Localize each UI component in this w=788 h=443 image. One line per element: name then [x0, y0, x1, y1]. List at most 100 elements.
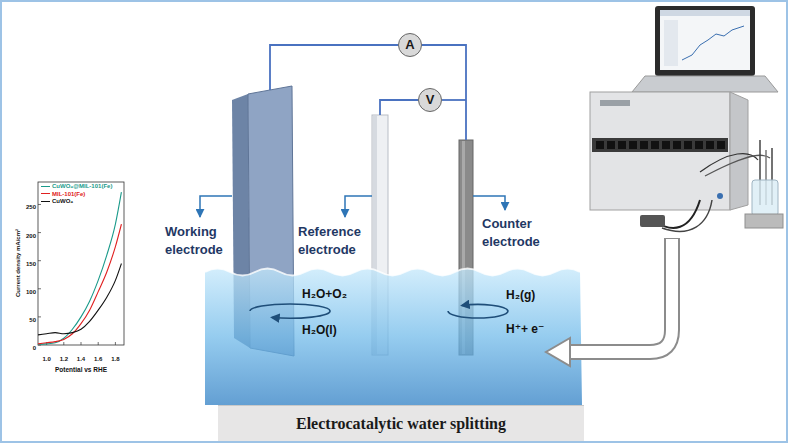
- potentiostat-photo-part-part: [607, 141, 615, 149]
- tick-mark: [38, 232, 41, 233]
- electrode-label: Working electrode: [165, 222, 235, 258]
- reaction-species: H₂O+O₂: [302, 287, 347, 301]
- inset-chart-part: [38, 182, 124, 345]
- reaction-species: H⁺+ e⁻: [506, 322, 544, 336]
- tick-label: 50: [29, 317, 36, 323]
- reaction-species: H₂(g): [506, 285, 535, 303]
- voltmeter-symbol: V: [418, 88, 442, 112]
- potentiostat-photo-part-part: [717, 141, 725, 149]
- tick-label: 250: [26, 204, 36, 210]
- axis-title: Current density mA/cm²: [6, 229, 24, 297]
- reaction-species: H₂O(l): [302, 323, 337, 337]
- tick-label: 1.4: [77, 347, 85, 365]
- leader-arrow-part: [473, 196, 505, 210]
- tick-label: 0: [33, 345, 36, 351]
- tick-label: 150: [26, 252, 36, 270]
- leader-arrow: [200, 196, 505, 217]
- legend-text: CuWO₄: [52, 198, 73, 205]
- potentiostat-photo-part: [592, 138, 728, 152]
- reaction-species: H₂O(l): [302, 320, 337, 338]
- tick-mark: [38, 260, 41, 261]
- electrode-label: Reference electrode: [298, 224, 361, 257]
- tick-mark: [63, 342, 64, 345]
- electrolyte: [205, 269, 582, 406]
- legend-swatch: [41, 193, 50, 194]
- leader-arrow-part: [200, 196, 232, 217]
- legend-text: CuWO₄@MIL-101(Fe): [52, 183, 112, 190]
- reaction-cycle-arrow: [250, 304, 508, 318]
- ammeter-symbol: A: [398, 33, 422, 57]
- reaction-species: H⁺+ e⁻: [506, 319, 544, 337]
- legend-entry: CuWO₄: [41, 198, 73, 205]
- tick-mark: [38, 288, 41, 289]
- potentiostat-photo-part: [660, 10, 750, 70]
- circuit-wire-part: [270, 45, 398, 90]
- tick-label: 250: [26, 195, 36, 213]
- legend-swatch: [41, 201, 50, 202]
- electrode-label: Counter electrode: [482, 216, 540, 249]
- potentiostat-photo-part-part: [651, 141, 659, 149]
- potentiostat-photo-part: [730, 92, 748, 210]
- tick-label: 1.6: [94, 347, 102, 365]
- tick-label: 1.8: [111, 356, 119, 362]
- electrode-label: Counter electrode: [482, 214, 554, 250]
- potentiostat-photo-part: [752, 180, 778, 216]
- potentiostat-photo-part: [596, 141, 725, 149]
- potentiostat-photo-part-part: [618, 141, 626, 149]
- potentiostat-photo-part: [590, 92, 730, 210]
- tick-label: 1.0: [42, 356, 50, 362]
- tick-label: 1.0: [42, 347, 50, 365]
- base-band: Electrocatalytic water splitting: [218, 405, 584, 441]
- legend-swatch: [41, 186, 50, 187]
- hollow-arrow: [546, 238, 672, 366]
- electrolyte-part: [205, 269, 580, 276]
- potentiostat-photo-part-part: [673, 141, 681, 149]
- tick-label: 100: [26, 280, 36, 298]
- inset-chart: [5, 176, 129, 372]
- hollow-arrow-part: [564, 239, 672, 352]
- tick-label: 200: [26, 233, 36, 239]
- potentiostat-photo-part-part: [695, 141, 703, 149]
- tick-mark: [98, 342, 99, 345]
- tick-mark: [81, 342, 82, 345]
- potentiostat-photo-part: [632, 76, 778, 92]
- potentiostat-photo: [590, 6, 783, 231]
- tick-label: 200: [26, 224, 36, 242]
- tick-label: 1.4: [77, 356, 85, 362]
- circuit-wire-part: [442, 99, 466, 101]
- circuit-wire: [270, 45, 466, 140]
- tick-label: 0: [33, 336, 36, 354]
- tick-label: 1.2: [60, 356, 68, 362]
- reaction-species: H₂O+O₂: [302, 284, 347, 302]
- electrode-label: Working electrode: [165, 224, 223, 257]
- circuit-wire-part: [422, 45, 466, 140]
- potentiostat-photo-part-part: [596, 141, 604, 149]
- potentiostat-photo-part: [664, 20, 678, 66]
- tick-label: 50: [29, 308, 36, 326]
- meter-letter: V: [426, 93, 435, 107]
- potentiostat-photo-part: [640, 215, 665, 227]
- meter-letter: A: [405, 38, 414, 52]
- potentiostat-photo-part-part: [629, 141, 637, 149]
- reaction-cycle-arrow-part: [250, 304, 330, 318]
- axis-title: Potential vs RHE: [55, 366, 107, 373]
- tick-label: 100: [26, 289, 36, 295]
- potentiostat-photo-part: [660, 10, 750, 16]
- hollow-arrow-part: [546, 338, 570, 366]
- tick-label: 1.6: [94, 356, 102, 362]
- potentiostat-photo-part: [655, 6, 755, 76]
- data-curve: [38, 264, 121, 335]
- leader-arrow-part: [345, 196, 372, 217]
- potentiostat-photo-part-part: [684, 141, 692, 149]
- inset-chart-part: [5, 176, 129, 372]
- potentiostat-photo-part-part: [640, 141, 648, 149]
- data-curve: [38, 192, 121, 344]
- potentiostat-photo-part: [745, 214, 783, 228]
- tick-mark: [115, 342, 116, 345]
- circuit-wire-part: [380, 100, 418, 115]
- tick-mark: [38, 204, 41, 205]
- potentiostat-photo-part: [717, 193, 723, 199]
